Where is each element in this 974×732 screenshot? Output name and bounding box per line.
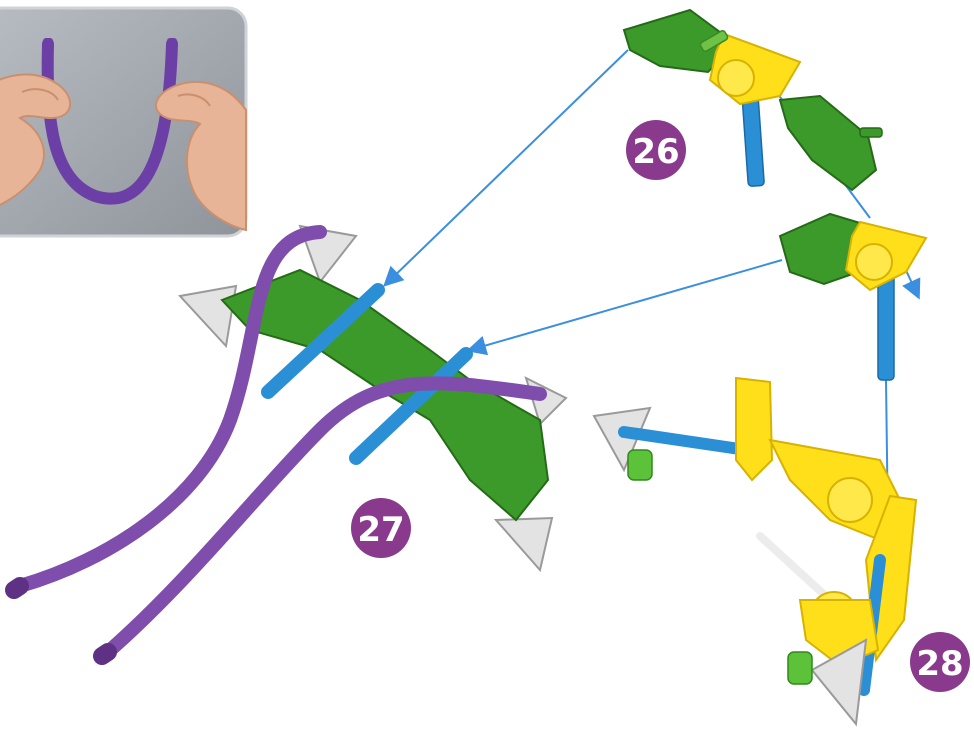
subassembly-26: 26 [624, 10, 882, 190]
arrow-28-to-27-lower [470, 260, 782, 350]
step-26-label: 26 [632, 132, 679, 172]
subassembly-28: 28 [594, 214, 970, 724]
subassembly-27: 27 [14, 226, 566, 656]
step-28-label: 28 [916, 644, 963, 684]
arrow-26-to-27-upper [386, 50, 628, 284]
inset-photo [0, 8, 246, 236]
step-27-label: 27 [357, 510, 404, 550]
